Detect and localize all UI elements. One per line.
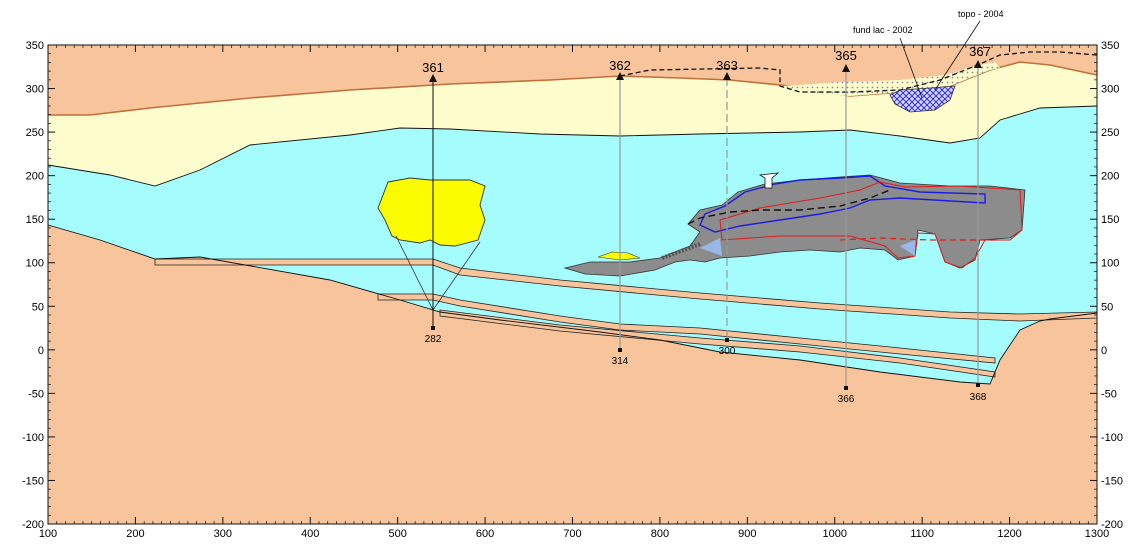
y-tick-label-right: 350	[1101, 40, 1119, 52]
y-tick-label-right: 150	[1101, 214, 1119, 226]
lake-bottom-2002	[889, 85, 956, 113]
x-tick-label: 400	[301, 528, 319, 540]
y-tick-label-left: 250	[26, 127, 44, 139]
y-tick-label-right: -100	[1101, 432, 1123, 444]
y-tick-label-right: 200	[1101, 171, 1119, 183]
y-tick-label-left: -200	[22, 519, 44, 531]
borehole-361-depth: 282	[425, 334, 442, 345]
y-tick-label-left: 150	[26, 214, 44, 226]
y-tick-label-right: -150	[1101, 475, 1123, 487]
x-tick-label: 1000	[823, 528, 847, 540]
red-dashed	[839, 237, 1000, 241]
water-layer	[48, 106, 1097, 384]
upper-layer	[48, 62, 1097, 186]
x-tick-label: 500	[388, 528, 406, 540]
x-tick-label: 100	[39, 528, 57, 540]
x-tick-label: 900	[738, 528, 756, 540]
lake-bottom-leader	[899, 37, 923, 99]
x-tick-label: 300	[214, 528, 232, 540]
y-tick-label-left: -50	[28, 388, 44, 400]
x-tick-label: 1100	[910, 528, 934, 540]
y-tick-label-left: 350	[26, 40, 44, 52]
y-tick-label-right: 250	[1101, 127, 1119, 139]
borehole-363-marker	[723, 72, 731, 80]
borehole-367-label: 367	[969, 44, 991, 59]
borehole-362-end	[618, 348, 622, 352]
y-tick-label-left: -100	[22, 432, 44, 444]
y-tick-label-left: 200	[26, 171, 44, 183]
y-tick-label-left: 50	[32, 301, 44, 313]
borehole-363-end	[725, 338, 729, 342]
y-tick-label-right: 50	[1101, 301, 1113, 313]
sand-lens-2	[377, 293, 996, 364]
white-marker	[758, 172, 780, 189]
pale-blue-piece-2	[900, 240, 915, 256]
y-tick-label-left: 0	[38, 345, 44, 357]
borehole-367-marker	[974, 60, 982, 68]
y-tick-label-right: -200	[1101, 519, 1123, 531]
y-tick-label-left: 300	[26, 84, 44, 96]
yellow-body	[377, 177, 486, 247]
x-tick-label: 700	[563, 528, 581, 540]
borehole-367-end	[976, 383, 980, 387]
red-outline	[719, 181, 1023, 269]
borehole-365-end	[844, 386, 848, 390]
y-tick-label-left: 100	[26, 258, 44, 270]
borehole-365-marker	[842, 64, 850, 72]
layer-boundary	[47, 224, 1098, 385]
x-tick-label: 1200	[997, 528, 1021, 540]
borehole-361-marker	[429, 74, 437, 82]
x-tick-label: 1300	[1085, 528, 1109, 540]
pale-blue-piece	[700, 238, 722, 256]
blue-outline	[699, 175, 986, 233]
topo-2004-leader	[934, 20, 981, 91]
borehole-365-depth: 366	[838, 394, 855, 405]
y-tick-label-right: 0	[1101, 345, 1107, 357]
small-yellow-body	[597, 251, 641, 261]
borehole-362-label: 362	[609, 58, 631, 73]
x-tick-label: 800	[651, 528, 669, 540]
y-tick-label-right: 300	[1101, 84, 1119, 96]
x-tick-label: 600	[476, 528, 494, 540]
borehole-363-label: 363	[716, 58, 738, 73]
borehole-363-depth: 300	[719, 346, 736, 357]
borehole-362-marker	[616, 72, 624, 80]
y-tick-label-left: -150	[22, 475, 44, 487]
topo-2004-line	[619, 51, 1098, 93]
borehole-365-label: 365	[835, 48, 857, 63]
y-tick-label-right: 100	[1101, 258, 1119, 270]
y-tick-label-right: -50	[1101, 388, 1117, 400]
borehole-367-depth: 368	[970, 392, 987, 403]
x-tick-label: 200	[126, 528, 144, 540]
lake-bottom-label: fund lac - 2002	[853, 25, 913, 35]
borehole-361-end	[431, 326, 435, 330]
black-dashed	[687, 189, 891, 225]
sand-lens-3	[439, 309, 996, 378]
borehole-362-depth: 314	[612, 356, 629, 367]
topo-2004-label: topo - 2004	[958, 9, 1004, 19]
borehole-361-label: 361	[422, 60, 444, 75]
